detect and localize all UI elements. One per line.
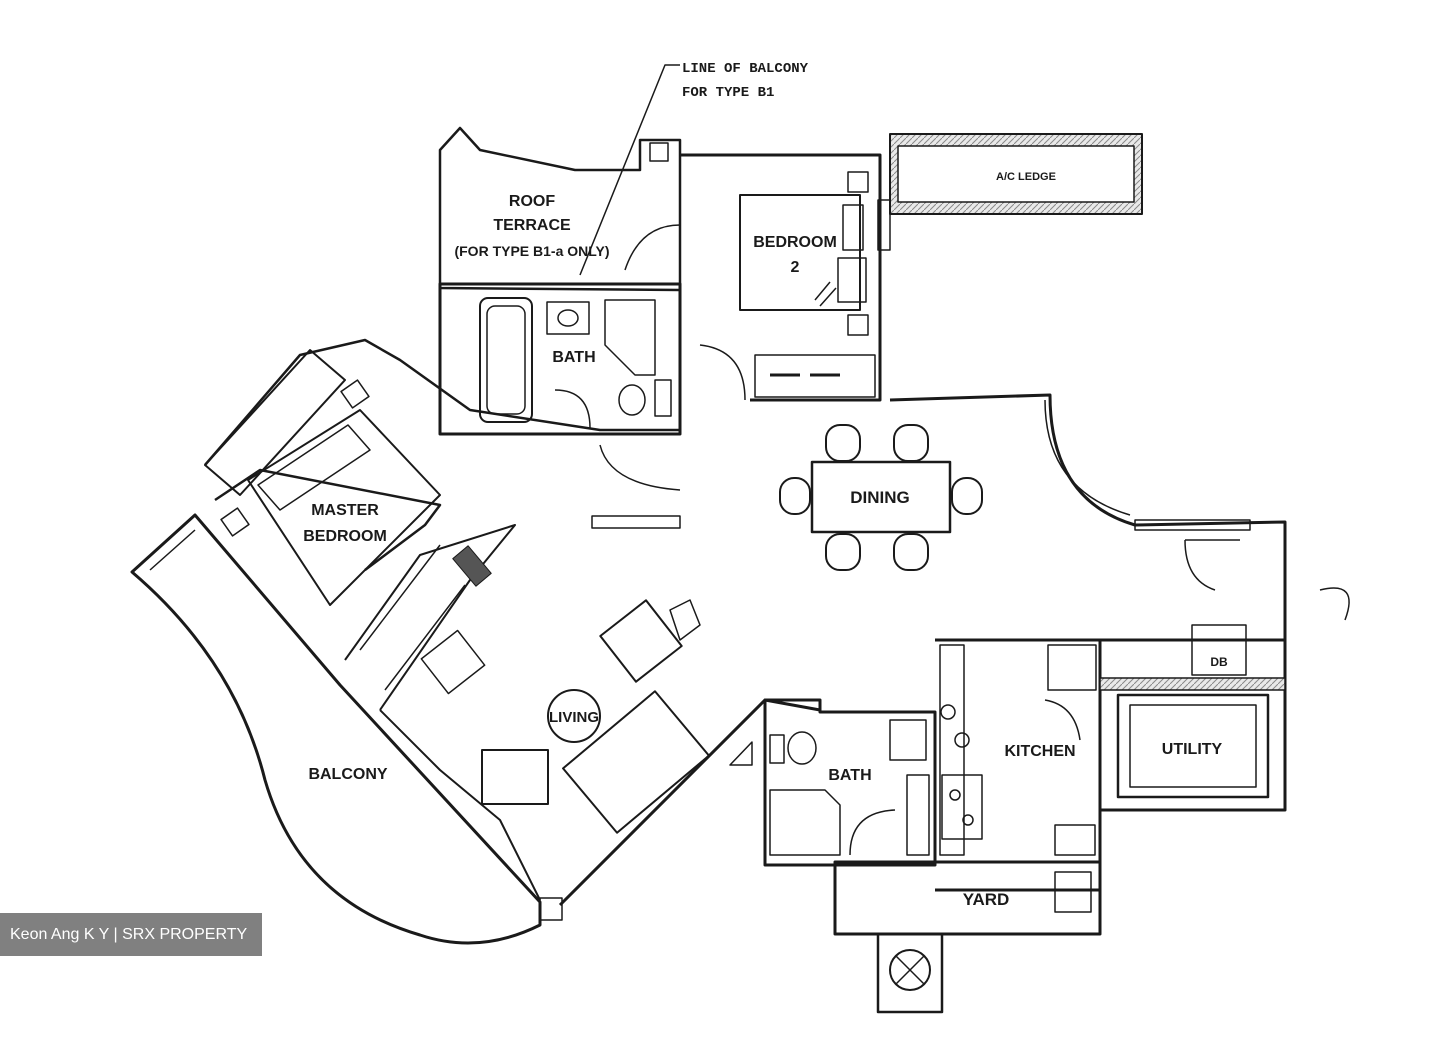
ac-ledge-label: A/C LEDGE bbox=[996, 171, 1056, 183]
master-bedroom-label-1: MASTER bbox=[311, 502, 379, 519]
living-furniture bbox=[420, 599, 710, 834]
kitchen-label: KITCHEN bbox=[1004, 743, 1075, 760]
upper-bath-area bbox=[438, 282, 682, 436]
ac-ledge-area bbox=[889, 133, 1143, 215]
bedroom2-label-2: 2 bbox=[791, 259, 800, 276]
living-dining-area bbox=[379, 393, 1350, 907]
watermark: Keon Ang K Y | SRX PROPERTY bbox=[0, 913, 262, 956]
annotation-line1: LINE OF BALCONY bbox=[682, 61, 809, 77]
utility-label: UTILITY bbox=[1162, 741, 1223, 758]
lower-bath-area bbox=[729, 698, 937, 867]
balcony-label: BALCONY bbox=[308, 766, 387, 783]
yard-area bbox=[833, 860, 1102, 1014]
upper-bath-label: BATH bbox=[552, 349, 595, 366]
annotation-leader bbox=[579, 64, 680, 276]
bedroom2-label-1: BEDROOM bbox=[753, 234, 837, 251]
roof-terrace-label-2: TERRACE bbox=[493, 217, 571, 234]
dining-label: DINING bbox=[850, 488, 910, 507]
roof-terrace-label-3: (FOR TYPE B1-a ONLY) bbox=[454, 243, 609, 259]
kitchen-area bbox=[906, 638, 1102, 892]
roof-terrace-label-1: ROOF bbox=[509, 193, 555, 210]
utility-area bbox=[1099, 624, 1287, 812]
balcony-area bbox=[130, 513, 563, 945]
bedroom2-area bbox=[680, 153, 891, 402]
lower-bath-label: BATH bbox=[828, 767, 871, 784]
yard-label: YARD bbox=[963, 890, 1010, 909]
master-bedroom-area bbox=[204, 338, 681, 711]
dining-table bbox=[779, 424, 983, 571]
living-label: LIVING bbox=[549, 709, 599, 726]
master-bedroom-label-2: BEDROOM bbox=[303, 528, 387, 545]
annotation-line2: FOR TYPE B1 bbox=[682, 85, 774, 101]
db-label: DB bbox=[1210, 655, 1228, 669]
room-labels: LINE OF BALCONY FOR TYPE B1 ROOF TERRACE… bbox=[303, 61, 1228, 909]
roof-terrace-area bbox=[438, 126, 682, 292]
